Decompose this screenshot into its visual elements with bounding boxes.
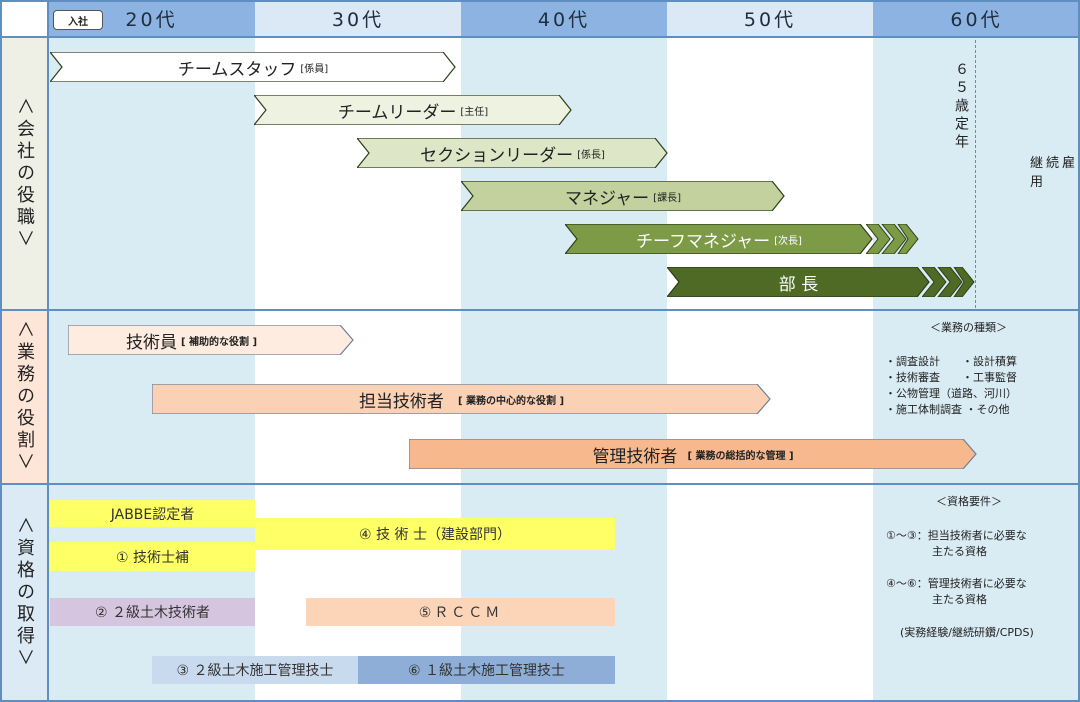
- arrow-shape: [357, 138, 668, 168]
- divider-work-qual: [0, 483, 1080, 485]
- sidebar-work: ＜業務の役割＞: [0, 310, 48, 484]
- arrow-shape: [50, 52, 456, 82]
- work-type-line-1: ・調査設計 ・設計積算: [885, 355, 1017, 368]
- position-sub: [係員]: [300, 63, 329, 75]
- qual-band-1st-construction-manager: ⑥ １級土木施工管理技士: [358, 656, 615, 684]
- qual-band-pe-candidate: ① 技術士補: [50, 542, 255, 571]
- join-badge: 入社: [53, 10, 103, 30]
- header-cell-30s: 30代: [255, 0, 461, 37]
- section-label-company: ＜会社の役職＞: [14, 96, 35, 251]
- position-arrow-department-head: 部 長: [667, 267, 930, 297]
- qual-req-note: (実務経験/継続研鑽/CPDS): [900, 626, 1034, 639]
- qual-band-rccm: ⑤ＲＣＣＭ: [306, 598, 615, 626]
- retirement-line: [975, 40, 976, 308]
- header-cell-40s: 40代: [461, 0, 667, 37]
- arrow-shape: [254, 95, 572, 125]
- continued-employment-label: 継続雇用: [1030, 156, 1079, 190]
- arrow-shape: [461, 181, 785, 211]
- qual-band-professional-engineer: ④ 技 術 士（建設部門）: [255, 518, 615, 550]
- section-label-qual: ＜資格の取得＞: [14, 516, 35, 670]
- column-60s: [873, 37, 1080, 702]
- arrow-shape: [667, 267, 930, 297]
- position-sub: [主任]: [460, 106, 489, 118]
- role-label: 技術員: [126, 332, 177, 353]
- arrow-shape: [565, 224, 873, 254]
- work-type-line-3: ・公物管理（道路、河川）: [885, 387, 1017, 400]
- qual-req-b-line-1: ④～⑥：管理技術者に必要な: [886, 577, 1027, 590]
- divider-sidebar: [47, 0, 49, 702]
- role-sub: [ 業務の総括的な管理 ]: [687, 450, 794, 462]
- age-label-60s: 60代: [950, 9, 1003, 31]
- divider-header: [0, 36, 1080, 38]
- position-sub: [次長]: [774, 235, 802, 247]
- qual-req-a-line-2: 主たる資格: [932, 545, 987, 558]
- section-label-work: ＜業務の役割＞: [14, 320, 35, 474]
- role-arrow-technician: 技術員 [ 補助的な役割 ]: [68, 325, 354, 355]
- border-left: [0, 0, 2, 702]
- position-arrow-team-staff: チームスタッフ[係員]: [50, 52, 456, 82]
- header-cell-50s: 50代: [667, 0, 873, 37]
- sidebar-qual: ＜資格の取得＞: [0, 484, 48, 702]
- sidebar-company: ＜会社の役職＞: [0, 37, 48, 310]
- column-20s: [48, 37, 255, 702]
- role-arrow-engineer-in-charge: 担当技術者 [ 業務の中心的な役割 ]: [152, 384, 771, 414]
- work-type-line-4: ・施工体制調査 ・その他: [885, 403, 1010, 416]
- border-bottom: [0, 700, 1080, 702]
- age-label-20s: 20代: [125, 9, 178, 31]
- border-top: [0, 0, 1080, 2]
- role-label: 管理技術者: [592, 446, 678, 467]
- retirement-label: ６５歳定年: [953, 62, 969, 152]
- age-label-50s: 50代: [743, 9, 797, 31]
- column-50s: [667, 37, 873, 702]
- position-sub: [係長]: [577, 149, 605, 161]
- position-arrow-manager: マネジャー[課長]: [461, 181, 785, 211]
- department-head-chevrons: [922, 267, 975, 297]
- position-arrow-section-leader: セクションリーダー[係長]: [357, 138, 668, 168]
- position-label: 部 長: [778, 274, 819, 295]
- role-sub: [ 補助的な役割 ]: [181, 336, 258, 348]
- qual-band-jabbe: JABBE認定者: [50, 500, 255, 527]
- age-label-40s: 40代: [537, 9, 591, 31]
- arrow-shape: [68, 325, 354, 355]
- work-types-title: ＜業務の種類＞: [930, 321, 1007, 334]
- arrow-shape: [409, 439, 977, 469]
- qual-band-2nd-construction-manager: ③ ２級土木施工管理技士: [152, 656, 358, 684]
- position-label: チーフマネジャー: [636, 231, 771, 252]
- position-label: マネジャー: [565, 188, 650, 209]
- age-label-30s: 30代: [331, 9, 385, 31]
- position-arrow-team-leader: チームリーダー[主任]: [254, 95, 572, 125]
- chief-manager-chevrons: [866, 224, 919, 254]
- border-right: [1078, 0, 1080, 702]
- qual-req-a-line-1: ①～③：担当技術者に必要な: [886, 529, 1027, 542]
- position-label: セクションリーダー: [420, 145, 574, 166]
- qual-req-title: ＜資格要件＞: [936, 495, 1002, 508]
- qual-band-2nd-civil-engineer: ② ２級土木技術者: [50, 598, 255, 626]
- position-sub: [課長]: [653, 192, 681, 204]
- position-arrow-chief-manager: チーフマネジャー[次長]: [565, 224, 873, 254]
- position-label: チームスタッフ: [177, 59, 297, 80]
- role-arrow-chief-engineer: 管理技術者 [ 業務の総括的な管理 ]: [409, 439, 977, 469]
- position-label: チームリーダー: [337, 102, 457, 123]
- header-cell-60s: 60代: [873, 0, 1080, 37]
- qual-req-b-line-2: 主たる資格: [932, 593, 987, 606]
- arrow-shape: [152, 384, 771, 414]
- role-label: 担当技術者: [358, 391, 444, 412]
- divider-company-work: [0, 309, 1080, 311]
- work-type-line-2: ・技術審査 ・工事監督: [885, 371, 1017, 384]
- role-sub: [ 業務の中心的な役割 ]: [457, 395, 565, 407]
